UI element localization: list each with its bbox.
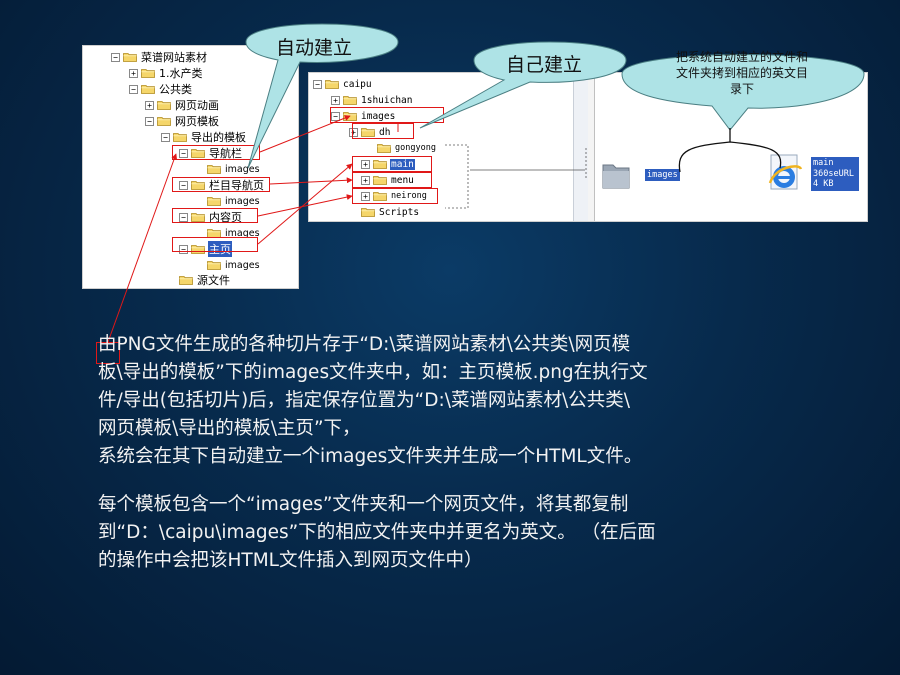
folder-icon — [343, 95, 357, 105]
folder-icon — [141, 68, 155, 78]
paragraph-copy-instructions: 每个模板包含一个“images”文件夹和一个网页文件，将其都复制 到“D：\ca… — [98, 494, 656, 571]
tree-item[interactable]: + 1shuichan — [331, 93, 413, 107]
tree-item[interactable]: + 网页动画 — [145, 98, 220, 112]
folder-icon — [141, 84, 155, 94]
tree-item[interactable]: + menu — [361, 173, 415, 187]
highlight-box — [330, 107, 444, 123]
collapse-icon[interactable]: − — [129, 84, 138, 94]
highlight-box — [352, 188, 438, 204]
folder-icon — [361, 207, 375, 217]
large-folder-icon[interactable] — [601, 159, 631, 191]
pane-splitter[interactable] — [588, 73, 595, 221]
tree-item[interactable]: Scripts — [361, 205, 420, 219]
tree-item[interactable]: − 内容页 — [179, 210, 243, 224]
tree-item[interactable]: − 导航栏 — [179, 146, 243, 160]
collapse-icon[interactable]: − — [111, 52, 120, 62]
folder-icon — [157, 100, 171, 110]
tree-item-root[interactable]: − caipu — [313, 77, 373, 91]
folder-icon — [207, 164, 221, 174]
collapse-icon[interactable]: − — [161, 132, 170, 142]
ie-html-file-icon[interactable] — [765, 153, 805, 195]
file-type: 360seURL — [813, 168, 854, 179]
tree-item[interactable]: − 导出的模板 — [161, 130, 247, 144]
callout-copy-note: 把系统自动建立的文件和 文件夹拷到相应的英文目 录下 — [675, 50, 808, 96]
file-name: main — [813, 158, 834, 168]
file-info-label: main 360seURL 4 KB — [811, 157, 859, 191]
folder-icon — [179, 275, 193, 285]
folder-icon — [207, 196, 221, 206]
collapse-icon[interactable]: − — [145, 116, 154, 126]
expand-icon[interactable]: + — [361, 191, 370, 201]
collapse-icon[interactable]: − — [179, 212, 188, 222]
tree-item[interactable]: images — [207, 194, 261, 208]
folder-icon — [377, 143, 391, 153]
folder-icon — [123, 52, 137, 62]
tree-item[interactable]: images — [207, 258, 261, 272]
folder-icon — [173, 132, 187, 142]
tree-item-selected[interactable]: − 主页 — [179, 241, 232, 257]
tree-item[interactable]: 源文件 — [179, 273, 231, 287]
folder-icon — [207, 260, 221, 270]
tree-item[interactable]: images — [207, 162, 261, 176]
expand-icon[interactable]: + — [145, 100, 154, 110]
highlight-box — [352, 172, 432, 188]
left-folder-tree: − 菜谱网站素材 + 1.水产类 − 公共类 + 网页动画 − 网页模板 − 导… — [82, 45, 299, 289]
highlight-box — [172, 237, 258, 252]
expand-icon[interactable]: + — [129, 68, 138, 78]
vertical-scrollbar[interactable] — [573, 73, 588, 221]
tree-item-root[interactable]: − 菜谱网站素材 — [111, 50, 208, 64]
highlight-box — [172, 177, 270, 192]
folder-icon — [325, 79, 339, 89]
expand-icon[interactable]: + — [331, 95, 340, 105]
highlight-box — [96, 342, 120, 364]
callout-self-build: 自己建立 — [506, 54, 583, 76]
highlight-box — [352, 156, 432, 172]
highlight-box — [172, 145, 260, 160]
tree-item[interactable]: + neirong — [361, 189, 428, 203]
folder-icon — [157, 116, 171, 126]
tree-item[interactable]: + 1.水产类 — [129, 66, 204, 80]
folder-name-label: images — [645, 169, 680, 181]
file-size: 4 KB — [813, 179, 834, 189]
tree-item[interactable]: − 公共类 — [129, 82, 193, 96]
paragraph-slices-location: 由PNG文件生成的各种切片存于“D:\菜谱网站素材\公共类\网页模 板\导出的模… — [98, 334, 648, 467]
collapse-icon[interactable]: − — [179, 148, 188, 158]
callout-auto-build: 自动建立 — [276, 37, 353, 59]
tree-item[interactable]: − 栏目导航页 — [179, 178, 265, 192]
expand-icon[interactable]: + — [361, 175, 370, 185]
tree-item[interactable]: images — [207, 226, 261, 240]
tree-item[interactable]: gongyong — [377, 141, 437, 155]
collapse-icon[interactable]: − — [313, 79, 322, 89]
collapse-icon[interactable]: − — [179, 180, 188, 190]
tree-item[interactable]: − 网页模板 — [145, 114, 220, 128]
collapse-icon[interactable]: − — [179, 244, 188, 254]
highlight-box — [172, 208, 258, 223]
highlight-box — [352, 123, 414, 139]
